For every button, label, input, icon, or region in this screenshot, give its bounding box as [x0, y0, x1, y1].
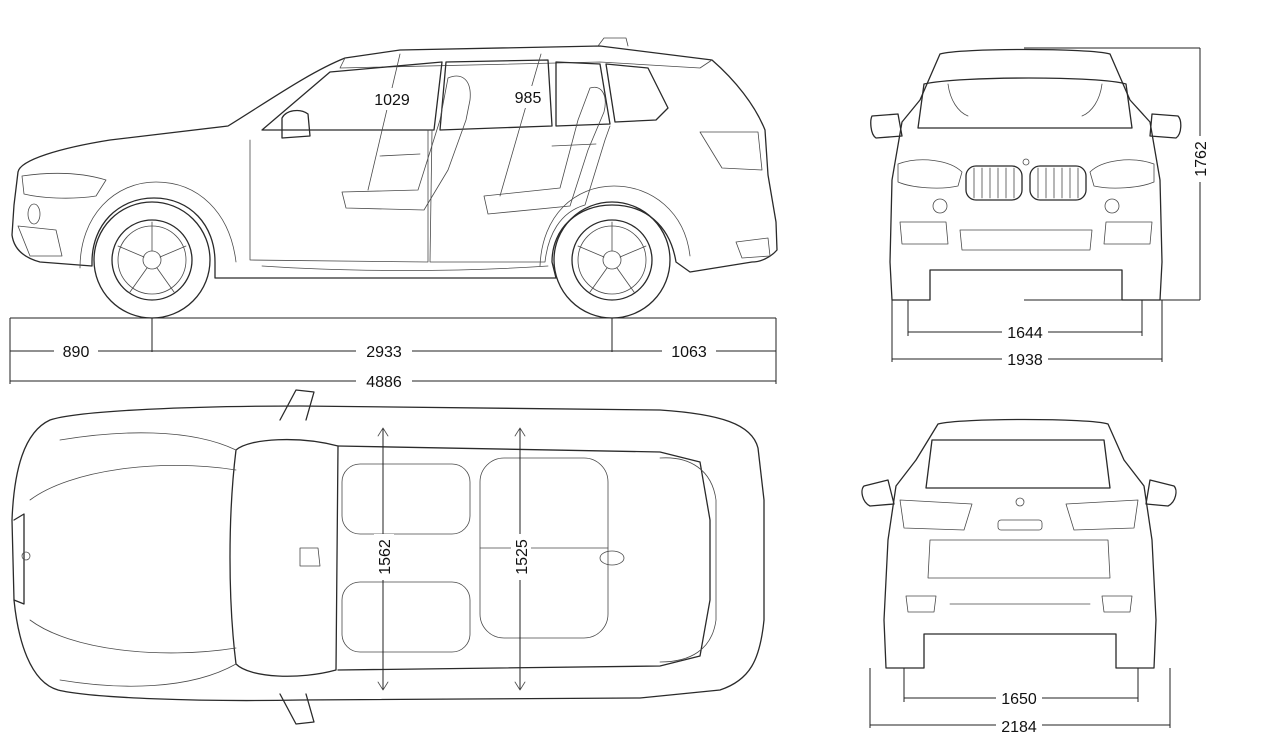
rear-shoulder-width-label: 1525 [514, 539, 531, 575]
rear-overhang-label: 1063 [671, 344, 707, 361]
rear-wheel [553, 201, 671, 319]
top-view [11, 389, 765, 725]
front-wheel [93, 201, 211, 319]
body-width-label: 1938 [1007, 352, 1043, 369]
rear-body-outline [883, 418, 1157, 669]
height-label: 1762 [1193, 141, 1210, 177]
mirror-width-label: 2184 [1001, 719, 1037, 736]
wheelbase-label: 2933 [366, 344, 402, 361]
front-overhang-label: 890 [63, 344, 90, 361]
front-track-label: 1644 [1007, 325, 1043, 342]
side-windows [261, 61, 443, 131]
rear-view [861, 418, 1177, 728]
rear-headroom-label: 985 [515, 90, 542, 107]
top-body-outline [11, 405, 765, 702]
side-body-outline [11, 45, 778, 279]
side-view [11, 37, 778, 319]
dimension-labels: 890 2933 1063 4886 1029 985 1644 1938 17… [54, 86, 1210, 736]
front-body-outline [889, 48, 1163, 301]
overall-length-label: 4886 [366, 374, 402, 391]
front-shoulder-width-label: 1562 [377, 539, 394, 575]
front-view [870, 47, 1201, 362]
front-headroom-label: 1029 [374, 92, 410, 109]
rear-track-label: 1650 [1001, 691, 1037, 708]
